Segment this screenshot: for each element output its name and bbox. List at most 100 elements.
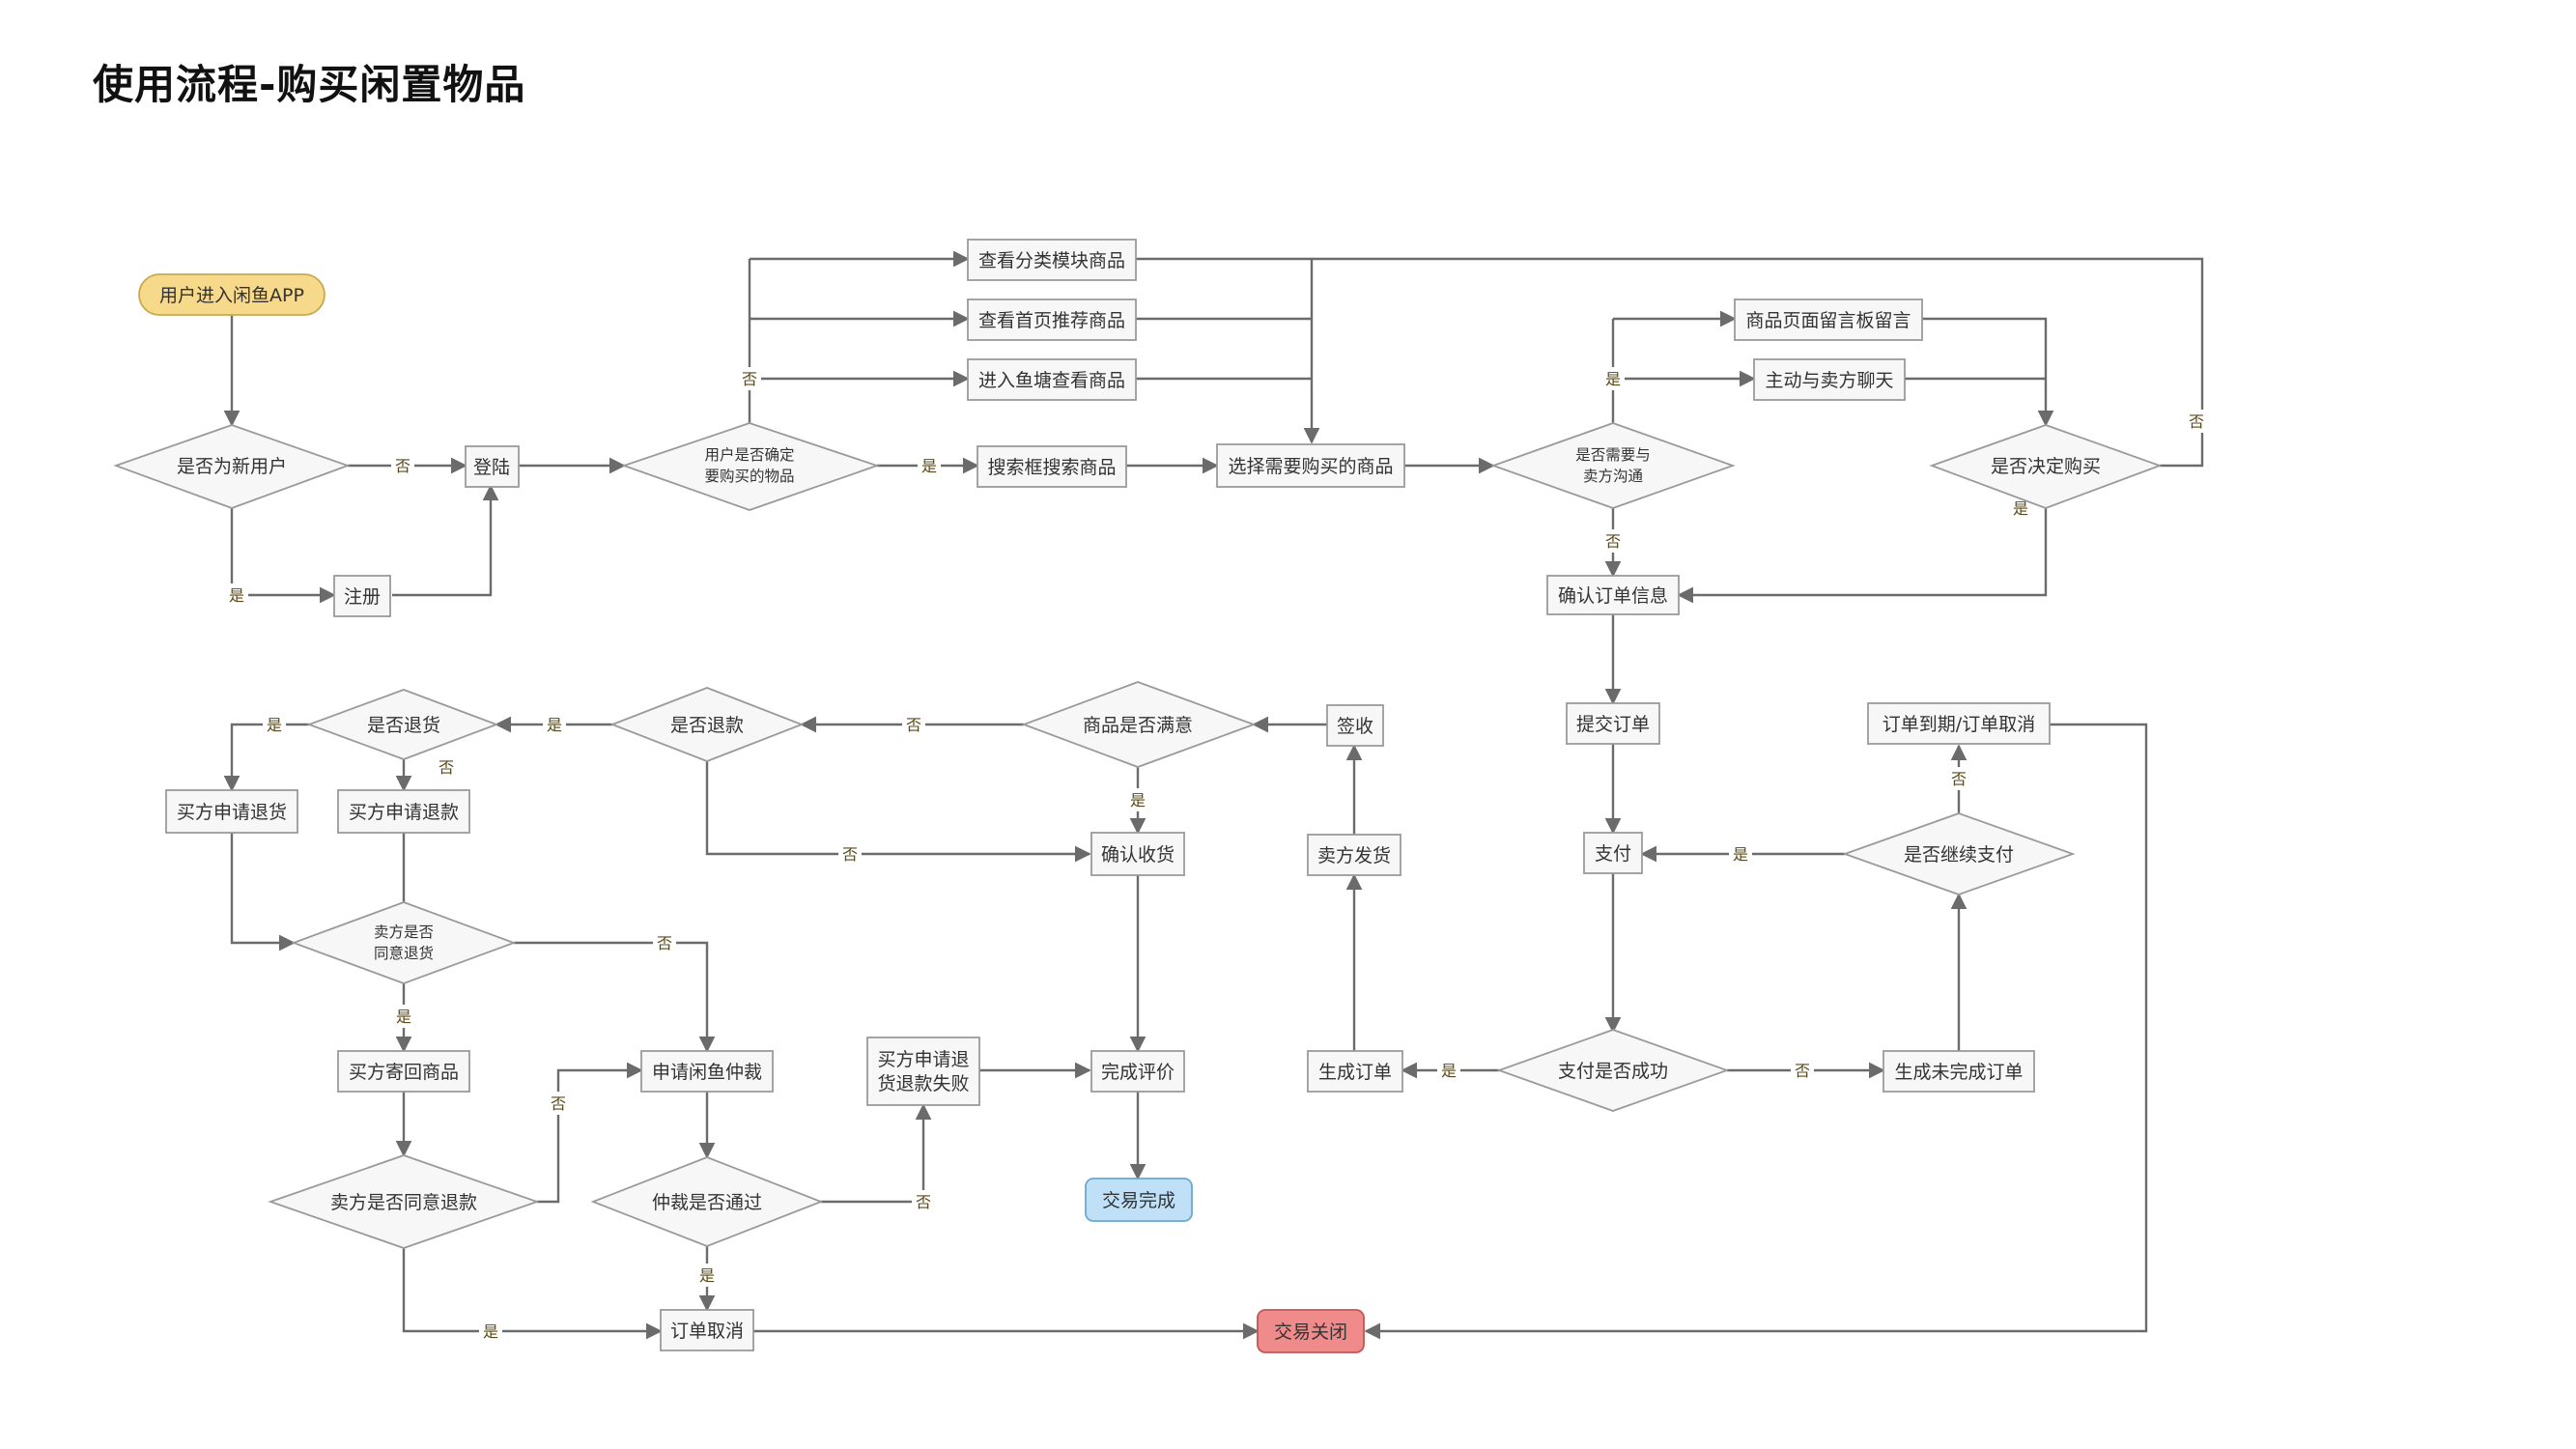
svg-text:是否决定购买: 是否决定购买 bbox=[1991, 456, 2101, 477]
node-arbitration-pass[interactable]: 仲裁是否通过 bbox=[590, 1156, 824, 1247]
node-gen-order[interactable]: 生成订单 bbox=[1307, 1050, 1403, 1093]
elabel-newuser-no: 否 bbox=[391, 454, 414, 477]
elabel-decide-no: 否 bbox=[2185, 410, 2208, 433]
node-seller-agree-refund[interactable]: 卖方是否同意退款 bbox=[268, 1154, 540, 1249]
node-send-back[interactable]: 买方寄回商品 bbox=[337, 1050, 470, 1093]
svg-text:确认收货: 确认收货 bbox=[1101, 844, 1175, 866]
nodes: 用户进入闲鱼APP 是否为新用户 登陆 注册 用户是否确定 要购买的物品 查看分… bbox=[113, 239, 2163, 1353]
edge-decide-no-loop bbox=[1312, 257, 2204, 468]
svg-text:完成评价: 完成评价 bbox=[1101, 1062, 1175, 1083]
node-order-cancel[interactable]: 订单取消 bbox=[660, 1309, 754, 1351]
svg-text:生成未完成订单: 生成未完成订单 bbox=[1894, 1062, 2023, 1083]
edge-category-select bbox=[1136, 257, 1320, 444]
elabel-pass-no: 否 bbox=[912, 1190, 935, 1213]
node-confirm-receipt[interactable]: 确认收货 bbox=[1090, 832, 1185, 876]
node-pay[interactable]: 支付 bbox=[1583, 832, 1643, 874]
svg-text:商品是否满意: 商品是否满意 bbox=[1083, 715, 1193, 736]
svg-text:查看首页推荐商品: 查看首页推荐商品 bbox=[978, 310, 1125, 331]
svg-text:否: 否 bbox=[906, 716, 921, 734]
node-browse-category[interactable]: 查看分类模块商品 bbox=[967, 239, 1137, 281]
svg-text:否: 否 bbox=[1951, 770, 1967, 788]
node-continue-pay[interactable]: 是否继续支付 bbox=[1842, 812, 2076, 895]
node-apply-return[interactable]: 买方申请退货 bbox=[165, 789, 298, 834]
svg-text:订单到期/订单取消: 订单到期/订单取消 bbox=[1882, 714, 2035, 735]
svg-text:卖方是否同意退款: 卖方是否同意退款 bbox=[330, 1192, 477, 1213]
node-is-new-user[interactable]: 是否为新用户 bbox=[113, 424, 351, 509]
node-order-expired[interactable]: 订单到期/订单取消 bbox=[1867, 702, 2051, 745]
node-browse-home[interactable]: 查看首页推荐商品 bbox=[967, 298, 1137, 341]
node-select-item[interactable]: 选择需要购买的商品 bbox=[1216, 443, 1405, 488]
svg-text:确认订单信息: 确认订单信息 bbox=[1558, 585, 1668, 607]
node-search[interactable]: 搜索框搜索商品 bbox=[977, 445, 1127, 488]
svg-text:卖方发货: 卖方发货 bbox=[1317, 845, 1391, 867]
svg-text:否: 否 bbox=[1605, 532, 1621, 551]
svg-text:卖方是否: 卖方是否 bbox=[374, 923, 434, 941]
node-refund-fail[interactable]: 买方申请退 货退款失败 bbox=[866, 1037, 980, 1106]
elabel-agreerefund-no: 否 bbox=[547, 1092, 570, 1115]
elabel-continue-yes: 是 bbox=[1729, 842, 1752, 866]
elabel-agree-yes: 是 bbox=[392, 1005, 415, 1028]
elabel-return-yes: 是 bbox=[263, 713, 286, 736]
svg-text:否: 否 bbox=[1795, 1062, 1810, 1080]
edges bbox=[223, 250, 2204, 1340]
svg-text:买方申请退: 买方申请退 bbox=[877, 1049, 969, 1070]
node-sign[interactable]: 签收 bbox=[1326, 704, 1384, 747]
svg-text:买方寄回商品: 买方寄回商品 bbox=[349, 1062, 459, 1083]
svg-text:搜索框搜索商品: 搜索框搜索商品 bbox=[987, 457, 1116, 478]
node-pay-success[interactable]: 支付是否成功 bbox=[1496, 1029, 1730, 1112]
svg-text:仲裁是否通过: 仲裁是否通过 bbox=[652, 1192, 762, 1213]
node-sure-item[interactable]: 用户是否确定 要购买的物品 bbox=[621, 422, 880, 511]
svg-text:提交订单: 提交订单 bbox=[1576, 714, 1650, 735]
edge-decide-confirm bbox=[1677, 508, 2048, 604]
node-confirm-order[interactable]: 确认订单信息 bbox=[1546, 575, 1680, 615]
svg-text:是: 是 bbox=[229, 586, 244, 605]
node-register[interactable]: 注册 bbox=[333, 575, 391, 617]
node-apply-refund[interactable]: 买方申请退款 bbox=[337, 789, 470, 834]
node-login[interactable]: 登陆 bbox=[465, 445, 520, 488]
node-submit-order[interactable]: 提交订单 bbox=[1566, 702, 1660, 745]
node-gen-unfinished[interactable]: 生成未完成订单 bbox=[1882, 1050, 2035, 1093]
svg-text:是: 是 bbox=[483, 1322, 498, 1341]
node-seller-agree-return[interactable]: 卖方是否 同意退货 bbox=[291, 901, 517, 984]
node-apply-arbitration[interactable]: 申请闲鱼仲裁 bbox=[640, 1050, 774, 1093]
edge-agreerefund-arbitration bbox=[537, 1062, 643, 1204]
elabel-satisfied-yes: 是 bbox=[1126, 788, 1149, 811]
svg-text:商品页面留言板留言: 商品页面留言板留言 bbox=[1745, 310, 1911, 331]
svg-text:买方申请退款: 买方申请退款 bbox=[349, 802, 459, 823]
svg-text:申请闲鱼仲裁: 申请闲鱼仲裁 bbox=[652, 1062, 762, 1083]
elabel-sure-no: 否 bbox=[738, 367, 761, 390]
svg-text:否: 否 bbox=[916, 1193, 931, 1211]
svg-text:同意退货: 同意退货 bbox=[374, 944, 434, 962]
node-start[interactable]: 用户进入闲鱼APP bbox=[138, 273, 326, 316]
svg-text:否: 否 bbox=[842, 845, 858, 864]
edge-register-login bbox=[392, 484, 499, 597]
svg-text:货退款失败: 货退款失败 bbox=[877, 1073, 969, 1094]
edge-newuser-register bbox=[230, 508, 336, 604]
svg-text:是否为新用户: 是否为新用户 bbox=[177, 456, 287, 477]
edge-refund-receipt bbox=[705, 761, 1091, 863]
svg-text:买方申请退货: 买方申请退货 bbox=[177, 802, 287, 823]
svg-text:是否需要与: 是否需要与 bbox=[1575, 446, 1651, 464]
node-trade-closed[interactable]: 交易关闭 bbox=[1257, 1309, 1365, 1353]
elabel-refund-yes: 是 bbox=[543, 713, 566, 736]
node-decide-buy[interactable]: 是否决定购买 bbox=[1929, 424, 2163, 509]
node-refund-q[interactable]: 是否退款 bbox=[609, 687, 805, 762]
node-chat-seller[interactable]: 主动与卖方聊天 bbox=[1753, 358, 1906, 401]
node-need-talk[interactable]: 是否需要与 卖方沟通 bbox=[1490, 422, 1736, 509]
node-leave-message[interactable]: 商品页面留言板留言 bbox=[1734, 298, 1923, 341]
svg-text:查看分类模块商品: 查看分类模块商品 bbox=[978, 250, 1125, 271]
svg-text:交易关闭: 交易关闭 bbox=[1274, 1321, 1347, 1343]
svg-text:是: 是 bbox=[699, 1266, 715, 1285]
node-satisfied[interactable]: 商品是否满意 bbox=[1021, 681, 1257, 768]
svg-text:否: 否 bbox=[439, 758, 454, 777]
node-browse-pond[interactable]: 进入鱼塘查看商品 bbox=[967, 358, 1137, 401]
node-return-q[interactable]: 是否退货 bbox=[306, 689, 499, 760]
node-review[interactable]: 完成评价 bbox=[1090, 1050, 1185, 1093]
svg-text:是: 是 bbox=[1130, 791, 1146, 810]
svg-text:选择需要购买的商品: 选择需要购买的商品 bbox=[1228, 456, 1393, 477]
node-seller-ship[interactable]: 卖方发货 bbox=[1307, 834, 1401, 876]
node-trade-done[interactable]: 交易完成 bbox=[1085, 1178, 1193, 1222]
svg-text:是: 是 bbox=[1605, 370, 1621, 388]
svg-text:否: 否 bbox=[551, 1094, 566, 1113]
